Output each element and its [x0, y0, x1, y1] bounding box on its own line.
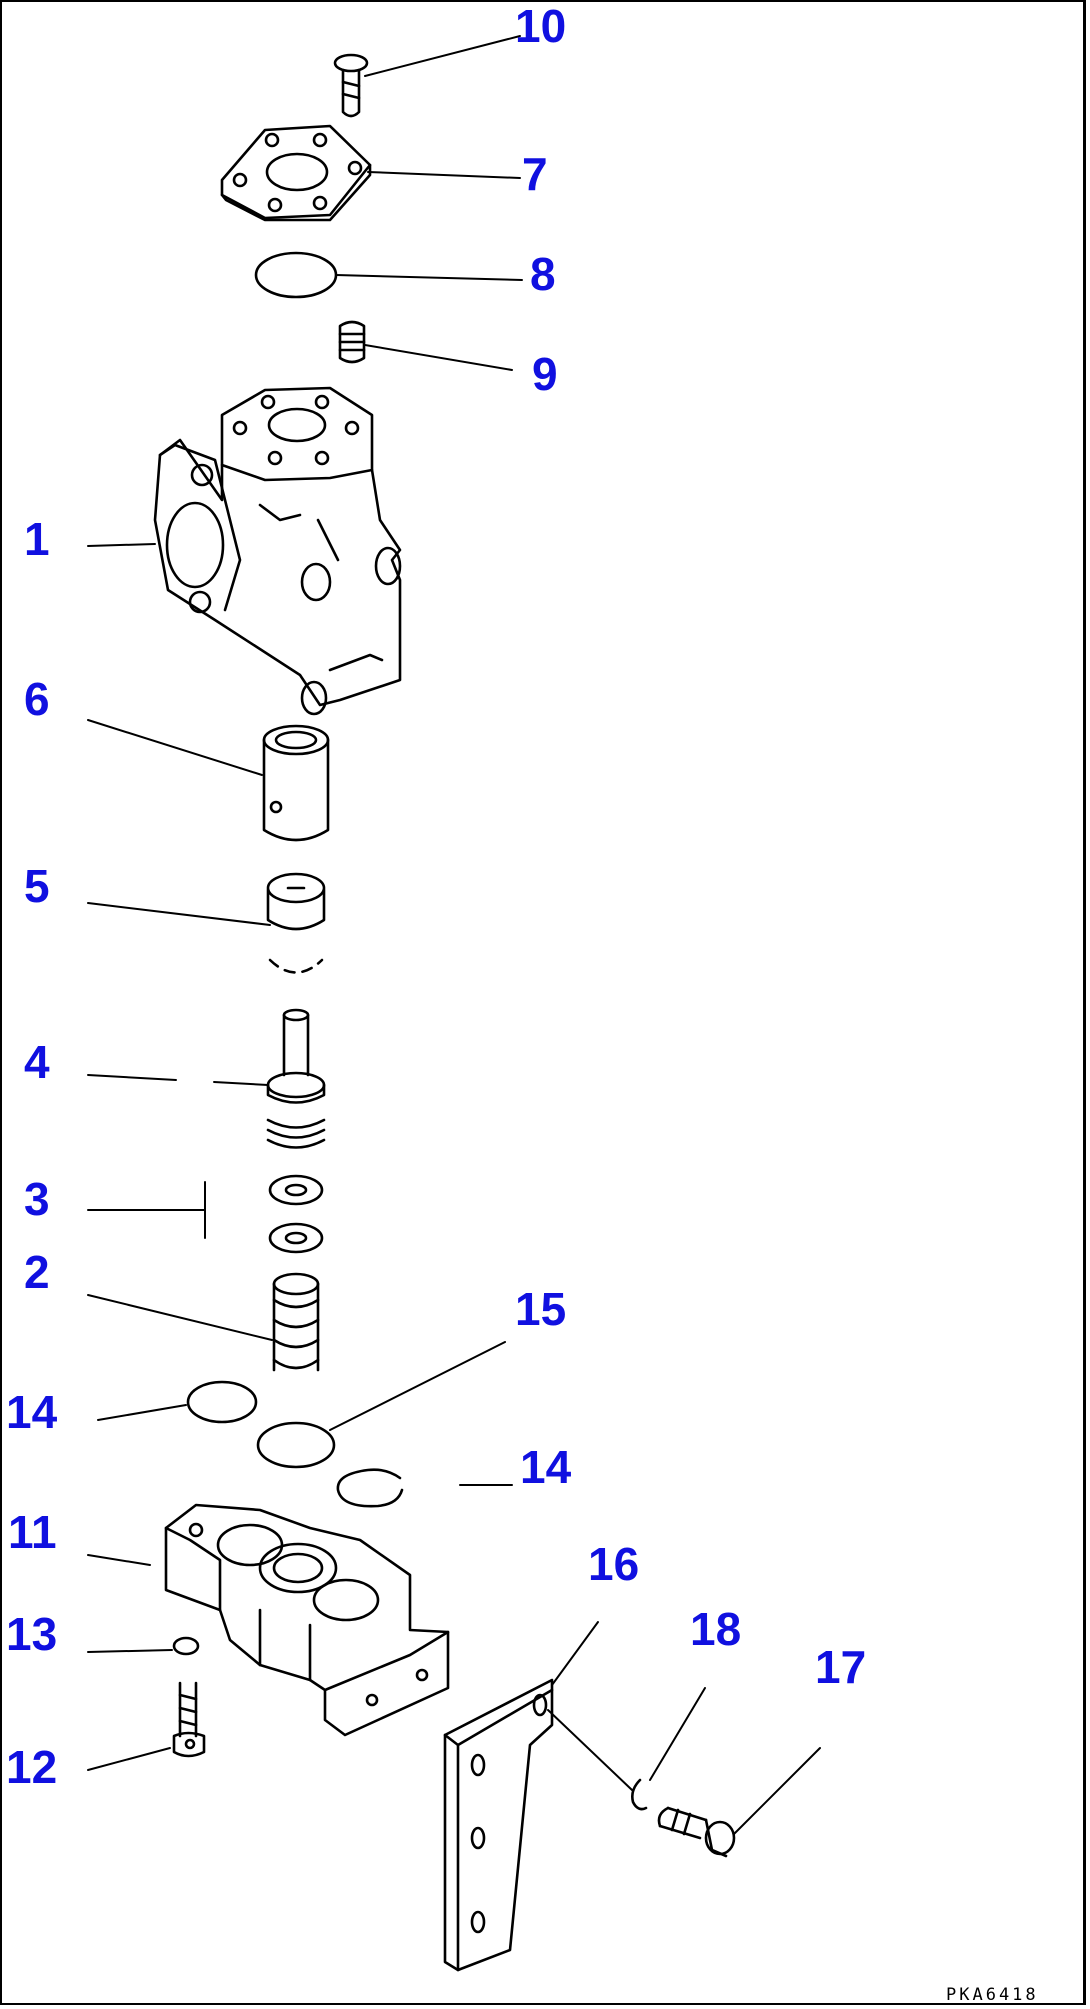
callout-8: 8: [530, 248, 556, 300]
drawing-code: PKA6418: [946, 1985, 1039, 2005]
leader-12: [87, 1747, 171, 1771]
callout-18: 18: [690, 1603, 741, 1655]
callout-15: 15: [515, 1283, 566, 1335]
leader-13: [87, 1649, 173, 1653]
part-11-valve-block: [164, 1503, 450, 1737]
leader-17: [733, 1747, 821, 1835]
part-12-bolt: [172, 1681, 206, 1758]
callout-12: 12: [6, 1741, 57, 1793]
leader-4: [87, 1074, 269, 1086]
leader-lines: [87, 35, 821, 1835]
callout-17: 17: [815, 1641, 866, 1693]
leader-15: [329, 1341, 506, 1431]
callout-14-left: 14: [6, 1386, 58, 1438]
leader-16-to-18: [547, 1709, 633, 1791]
leader-1: [87, 543, 156, 547]
callout-4: 4: [24, 1036, 50, 1088]
part-2-spring: [272, 1272, 320, 1372]
leader-6: [87, 719, 263, 776]
callout-2: 2: [24, 1246, 50, 1298]
part-9-plug: [338, 320, 366, 364]
leader-18: [649, 1687, 706, 1781]
leader-5: [87, 902, 271, 926]
part-7-flange-plate: [220, 124, 372, 222]
leader-16: [551, 1621, 599, 1686]
callout-6: 6: [24, 673, 50, 725]
callout-3: 3: [24, 1173, 50, 1225]
leader-3: [87, 1181, 206, 1239]
part-16-bracket-plate: [443, 1678, 554, 1972]
callout-13: 13: [6, 1608, 57, 1660]
leader-9: [364, 344, 513, 371]
callout-11: 11: [8, 1506, 57, 1558]
part-3-washers: [268, 1174, 324, 1254]
part-18-washer: [631, 1778, 648, 1811]
part-6-sleeve: [262, 724, 330, 842]
part-13-washer: [172, 1636, 200, 1656]
leader-2: [87, 1294, 273, 1341]
callout-7: 7: [522, 148, 548, 200]
part-14-o-ring-right: [336, 1468, 404, 1508]
callout-10: 10: [515, 0, 566, 52]
callout-1: 1: [24, 513, 50, 565]
part-1-valve-body: [153, 386, 402, 716]
part-17-bolt: [657, 1806, 736, 1858]
leader-7: [367, 171, 521, 179]
leader-8: [335, 274, 523, 281]
leader-11: [87, 1554, 151, 1566]
part-4-spool: [266, 1008, 326, 1149]
callout-9: 9: [532, 348, 558, 400]
part-5-piston: [266, 872, 326, 974]
part-14-o-ring-left: [186, 1380, 258, 1424]
part-15-o-ring: [256, 1421, 336, 1469]
callout-14-right: 14: [520, 1441, 572, 1493]
callout-labels: 10 7 8 9 1 6 5 4 3 2 15 14 14 11 16 18 1…: [6, 0, 866, 1793]
part-10-screw: [333, 53, 369, 118]
leader-14-left: [97, 1404, 187, 1421]
callout-16: 16: [588, 1538, 639, 1590]
part-8-o-ring: [254, 251, 338, 299]
callout-5: 5: [24, 860, 50, 912]
leader-10: [364, 35, 521, 77]
